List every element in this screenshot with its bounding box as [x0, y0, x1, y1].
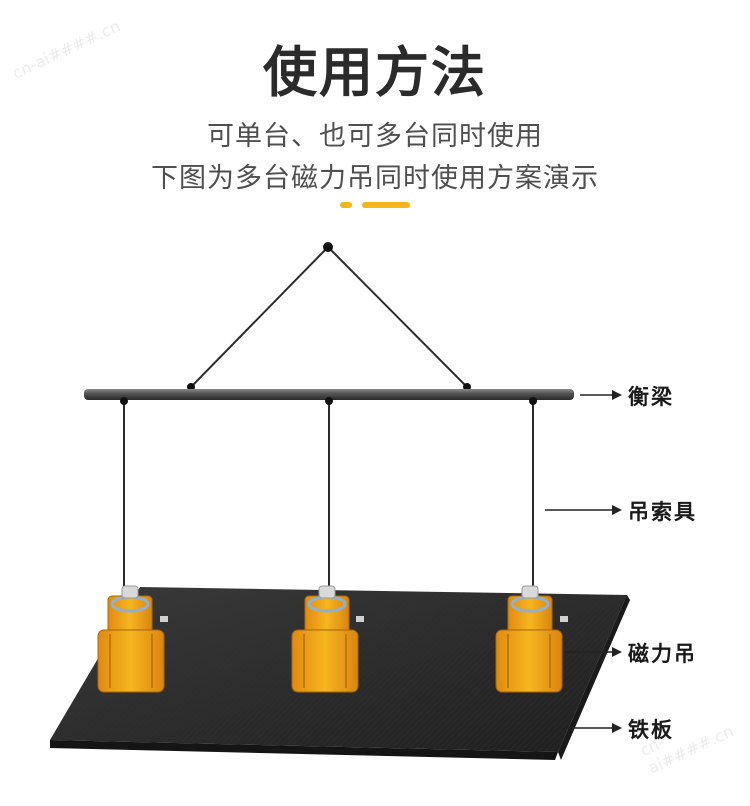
magnet-right [495, 585, 568, 693]
callout-arrows [545, 390, 622, 733]
page-title: 使用方法 [263, 41, 487, 104]
accent-dash-short [340, 202, 352, 208]
label-beam: 衡梁 [628, 385, 674, 409]
label-magnet: 磁力吊 [628, 642, 697, 666]
label-plate: 铁板 [628, 718, 674, 742]
subtitle-line-1: 可单台、也可多台同时使用 [207, 121, 543, 152]
magnet-center [291, 585, 364, 693]
lifting-point [323, 242, 333, 252]
top-sling [187, 242, 471, 391]
magnet-left [97, 585, 168, 693]
subtitle-line-2: 下图为多台磁力吊同时使用方案演示 [151, 163, 599, 194]
beam [84, 389, 574, 400]
accent-dash-long [362, 202, 410, 208]
hanging-ropes [120, 397, 537, 593]
label-sling: 吊索具 [628, 500, 697, 524]
